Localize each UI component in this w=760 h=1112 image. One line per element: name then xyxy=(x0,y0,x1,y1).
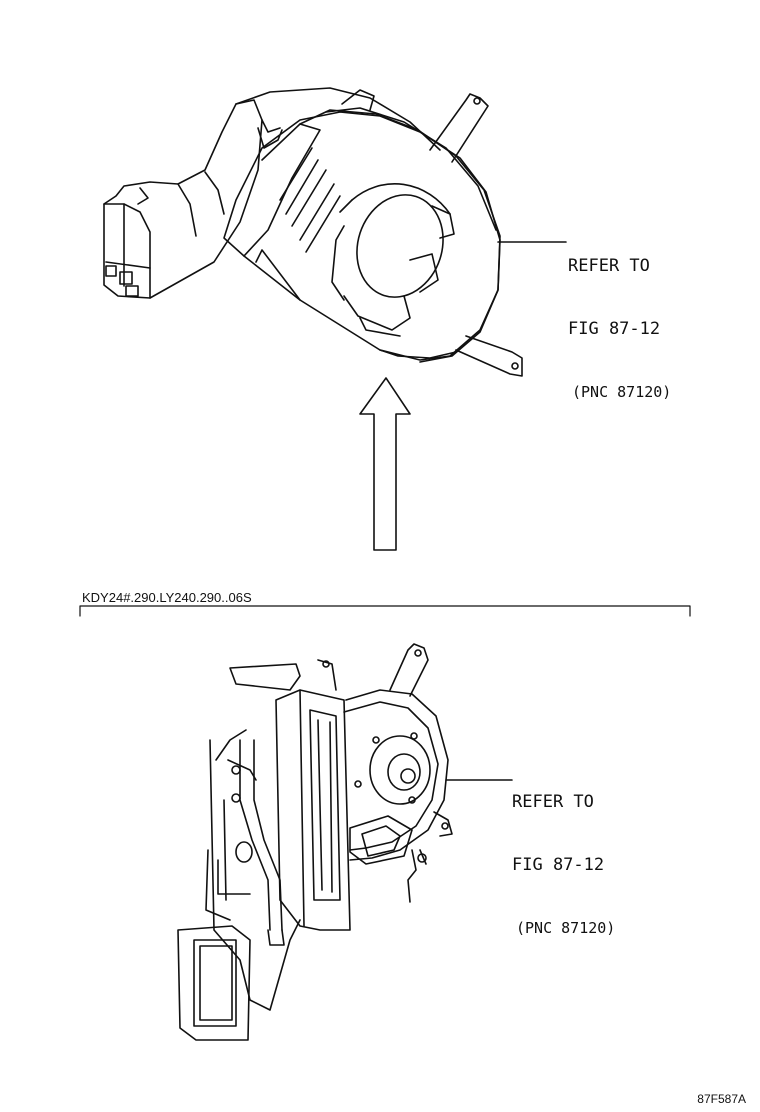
variant-bracket xyxy=(79,605,691,617)
up-arrow xyxy=(359,377,411,551)
bottom-callout-pnc: (PNC 87120) xyxy=(516,919,616,937)
bottom-callout-fig: FIG 87-12 xyxy=(512,855,605,875)
top-callout-fig: FIG 87-12 xyxy=(568,319,661,339)
bottom-callout-refer: REFER TO xyxy=(512,792,594,812)
top-callout: REFER TO FIG 87-12 (PNC 87120) xyxy=(568,214,671,445)
figure-id: 87F587A xyxy=(697,1092,746,1106)
top-callout-pnc: (PNC 87120) xyxy=(572,383,672,401)
variant-label: KDY24#.290.LY240.290..06S xyxy=(82,590,252,605)
bottom-callout: REFER TO FIG 87-12 (PNC 87120) xyxy=(512,750,615,981)
heater-blower-assembly-drawing xyxy=(177,643,453,1041)
top-callout-refer: REFER TO xyxy=(568,256,650,276)
blower-unit-drawing xyxy=(103,87,523,377)
